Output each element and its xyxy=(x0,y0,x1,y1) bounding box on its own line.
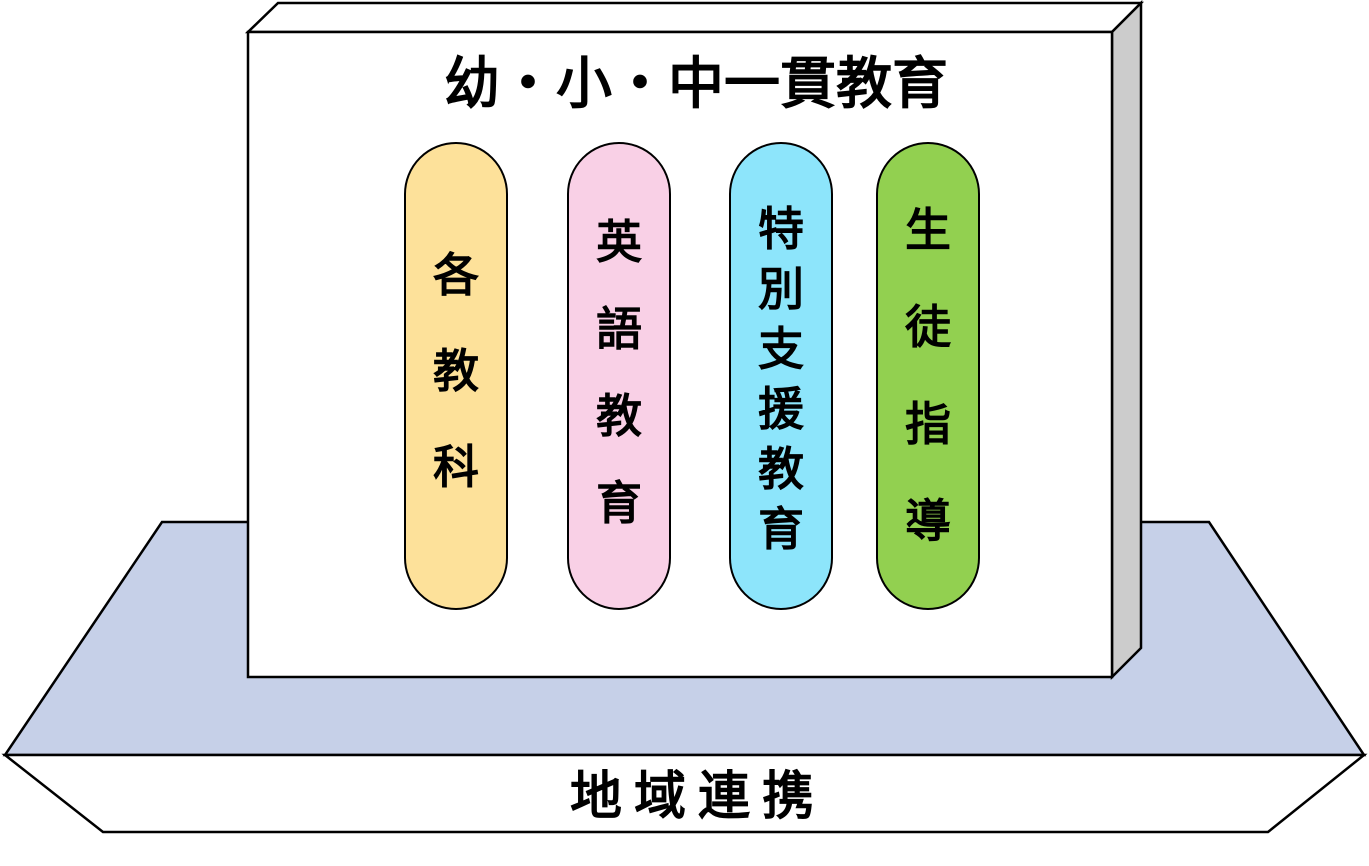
pillar-char: 育 xyxy=(758,502,804,556)
pillar-char: 各 xyxy=(433,248,480,302)
board-front-face xyxy=(246,30,1114,679)
pillar-char: 教 xyxy=(433,344,479,398)
pillar-label: 各教科 xyxy=(433,248,480,494)
pillar-shape xyxy=(876,142,980,610)
pillar-tokubetsu-shien-kyouiku: 特別支援教育 xyxy=(729,142,833,610)
pillar-char: 英 xyxy=(596,215,643,269)
pillar-label: 英語教育 xyxy=(596,215,643,530)
pillar-char: 育 xyxy=(596,476,642,530)
pillar-char: 科 xyxy=(433,440,479,494)
pillar-shape xyxy=(567,142,671,610)
pillar-char: 指 xyxy=(905,397,951,451)
pillar-char: 徒 xyxy=(904,300,952,354)
pillar-kakukyouka: 各教科 xyxy=(404,142,508,610)
pillar-shape xyxy=(729,142,833,610)
pillar-char: 特 xyxy=(758,202,804,256)
pillar-char: 援 xyxy=(758,382,805,436)
pillar-char: 語 xyxy=(596,302,642,356)
pillar-char: 導 xyxy=(905,494,951,548)
pillar-label: 生徒指導 xyxy=(904,203,952,548)
board-title: 幼・小・中一貫教育 xyxy=(444,52,948,117)
pillar-char: 教 xyxy=(758,442,804,496)
pillar-eigo-kyouiku: 英語教育 xyxy=(567,142,671,610)
pillar-char: 支 xyxy=(758,322,804,376)
pillar-char: 教 xyxy=(596,389,642,443)
board-side-face xyxy=(1110,0,1143,681)
base-label: 地域連携 xyxy=(570,767,826,827)
pillar-char: 別 xyxy=(758,262,804,316)
pillar-shape xyxy=(404,142,508,610)
platform-front xyxy=(1,753,1368,834)
board-top-face xyxy=(244,1,1145,34)
pillar-seito-shidou: 生徒指導 xyxy=(876,142,980,610)
pillar-label: 特別支援教育 xyxy=(758,202,805,556)
pillar-char: 生 xyxy=(905,203,951,257)
